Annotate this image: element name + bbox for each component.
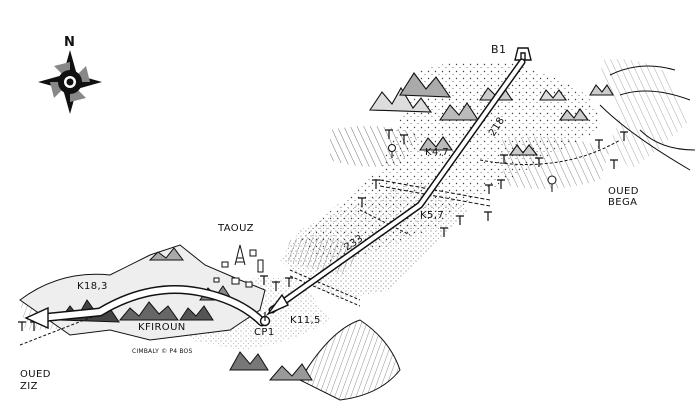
cp1-marker <box>259 312 271 327</box>
southern-dune <box>229 319 401 401</box>
start-label: B1 <box>491 43 507 56</box>
taouz-village <box>213 244 264 288</box>
map-credit: CIMBALY © P4 BOS <box>132 348 193 355</box>
trees <box>388 144 557 192</box>
oued-ziz-label-1: OUED <box>20 369 51 380</box>
t-markers <box>18 129 628 331</box>
route-arrow-west <box>24 285 267 330</box>
taouz-label: TAOUZ <box>218 223 254 234</box>
waypoint-k115-label: K11,5 <box>290 315 321 326</box>
cp1-label: CP1 <box>254 327 275 338</box>
oued-bega-label-1: OUED <box>608 186 639 197</box>
kfiroun-label: KFIROUN <box>138 322 186 333</box>
oued-bega-riverbed <box>599 65 696 171</box>
compass-north-label: N <box>64 35 75 50</box>
oued-bega-label-2: BEGA <box>608 197 638 208</box>
start-gate <box>514 47 532 61</box>
oued-ziz-label-2: ZIZ <box>20 381 38 392</box>
waypoint-k183-label: K18,3 <box>77 281 108 292</box>
mountains <box>368 72 614 156</box>
waypoint-k47-label: K4,7 <box>425 147 450 158</box>
compass-rose-icon <box>38 50 102 114</box>
route-arrow-main <box>265 58 526 316</box>
waypoint-k57-label: K5,7 <box>420 210 445 221</box>
